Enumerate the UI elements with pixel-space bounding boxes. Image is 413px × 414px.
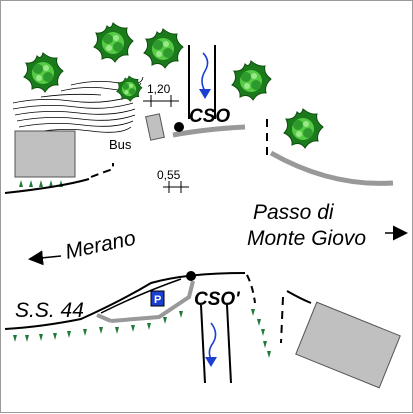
cso-prime-point [186, 271, 196, 281]
bus-shelter [145, 113, 165, 141]
slope-hatching [12, 76, 144, 134]
parking-sign-icon [150, 290, 165, 307]
parking-curb [110, 280, 195, 323]
tree-icon [283, 108, 324, 149]
road-edge-lower-dashed [246, 274, 256, 304]
passo-label-line1: Passo di [253, 201, 335, 224]
grass-lower-right [251, 309, 271, 358]
direction-arrow-icon [205, 357, 217, 367]
tree-icon [231, 60, 272, 101]
curb-upper-right [269, 150, 394, 186]
road-edge-upper-left [4, 178, 90, 194]
merano-label: Merano [63, 227, 138, 264]
road-edge-dashed [90, 163, 114, 178]
curb-upper [172, 124, 246, 138]
flow-arrow-top [201, 52, 209, 92]
cso-label: CSO [189, 106, 230, 127]
cso-prime-label: CSO' [194, 289, 241, 310]
building-top-left [14, 130, 76, 178]
parking-sign-text: P [154, 294, 161, 306]
bus-label: Bus [109, 137, 132, 152]
road-name-label: S.S. 44 [15, 299, 84, 322]
channel-wall-left-bottom [200, 304, 206, 384]
passo-label-line2: Monte Giovo [247, 227, 366, 250]
parking-curb-left [96, 313, 112, 323]
arrow-to-merano [28, 250, 62, 266]
cso-point [174, 122, 184, 132]
dim-label-top: 1,20 [147, 82, 171, 96]
tree-icon [23, 52, 64, 93]
tree-icon [116, 75, 143, 102]
direction-arrow-icon [199, 89, 211, 99]
road-edge-lower-inner [100, 278, 182, 314]
tree-icon [93, 22, 134, 63]
dim-marks-top [143, 95, 179, 107]
dim-marks-bottom [163, 181, 189, 193]
road-edge-lower-right [286, 290, 312, 304]
dim-label-bottom: 0,55 [157, 168, 181, 182]
channel-wall-right-bottom [226, 304, 232, 384]
flow-arrow-bottom [208, 322, 217, 360]
road-edge-lower-right-dashed [280, 296, 284, 344]
building-bottom-right [295, 301, 401, 389]
tree-icon [143, 28, 184, 69]
